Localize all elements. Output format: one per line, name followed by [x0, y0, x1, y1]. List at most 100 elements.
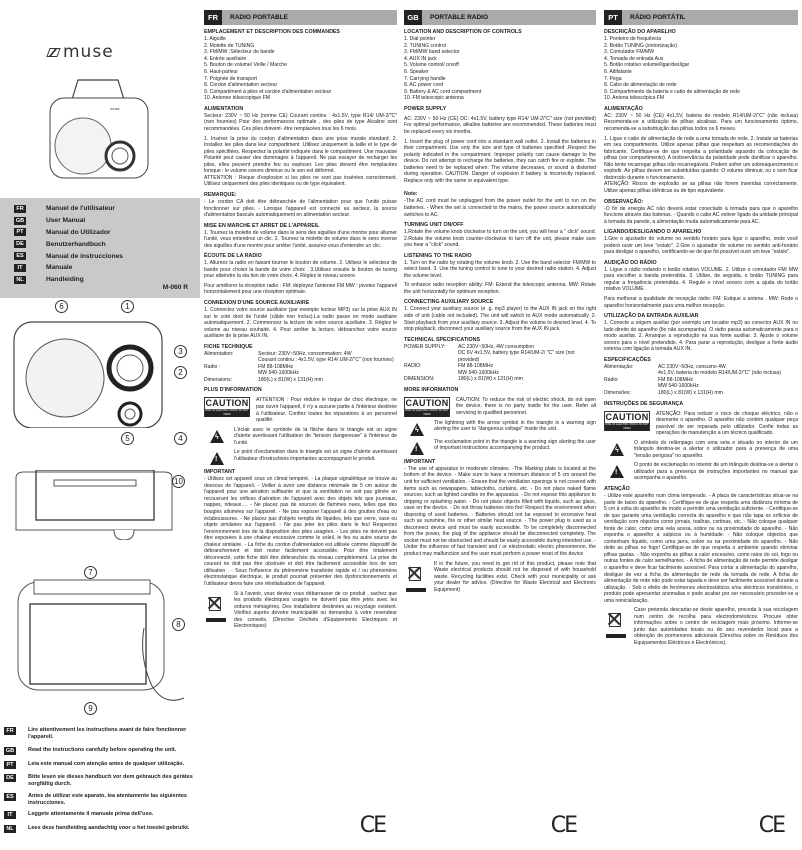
- list-item: 10. FM telescopic antenna: [404, 95, 464, 102]
- list-item: 8. Cordon d'alimentation secteur: [204, 82, 278, 89]
- flag-fr: FR: [14, 204, 26, 213]
- heading: DESCRIÇÃO DO APARELHO: [604, 29, 676, 35]
- paragraph: -O fio de energia AC não deverá estar co…: [604, 205, 798, 225]
- ce-mark-icon: CE: [550, 813, 578, 838]
- controls-list: 1. Dial pointer 2. TUNING control 3. FM/…: [404, 36, 596, 102]
- paragraph: ATENÇÃO: Riscos de explosão se as pilhas…: [604, 181, 798, 194]
- lang-label: Manual de instrucciones: [46, 252, 123, 260]
- model-number: M-060 R: [162, 284, 188, 291]
- paragraph: L'éclair avec le symbole de la flèche da…: [234, 426, 397, 446]
- list-item: 7. Pega: [604, 75, 622, 82]
- brand-logo: muse: [46, 42, 114, 62]
- spec-value: FM 88-108MHz: [258, 363, 294, 370]
- heading: REMARQUE:: [204, 191, 237, 198]
- exclamation-warning-icon: !: [410, 441, 424, 455]
- heading: ÉCOUTE DE LA RADIO: [204, 253, 262, 260]
- flag-nl: NL: [14, 275, 26, 284]
- paragraph: 1. Ligue o rádio rodando o botão rotativ…: [604, 266, 798, 293]
- spec-key: DIMENSION:: [404, 376, 435, 383]
- heading: UTILIZAÇÃO DA ENTRADA AUXILIAR: [604, 313, 699, 320]
- paragraph: ATENÇÃO: Para reduzir o risco de choque …: [656, 410, 798, 437]
- paragraph: Le point d'exclamation dans le triangle …: [234, 449, 397, 462]
- read-note-gb: GB Read the instructions carefully before…: [4, 747, 198, 755]
- heading: MORE INFORMATION: [404, 386, 459, 393]
- flag-es: ES: [14, 252, 26, 261]
- lang-code: PT: [604, 10, 622, 25]
- list-item: 4. Tomada de entrada Aux: [604, 55, 664, 62]
- list-item: 6. Haut-parleur: [204, 68, 238, 75]
- controls-list: 1. Ponteiro de frequência 2. Botão TUNIN…: [604, 36, 798, 102]
- heading: MISE EN MARCHE ET ARRET DE L'APPAREIL: [204, 222, 320, 229]
- paragraph: To enhance radio reception ability: FM: …: [404, 282, 596, 295]
- heading: ATENÇÃO: [604, 486, 630, 492]
- flag-fr: FR: [4, 727, 16, 735]
- weee-block: ✕ If in the future, you need to get rid …: [404, 561, 596, 596]
- exclamation-warning-icon: !: [610, 465, 624, 479]
- section-title: RÁDIO PORTÁTIL: [630, 14, 686, 21]
- list-item: 7. Poignée de transport: [204, 75, 257, 82]
- heading: POWER SUPPLY: [404, 105, 447, 112]
- list-item: 8. Cabo de alimentação de rede: [604, 82, 677, 89]
- paragraph: Para melhorar a qualidade de recepção rá…: [604, 295, 798, 309]
- list-item: 6. Altifalante: [604, 68, 632, 75]
- radio-front-diagram: [13, 321, 163, 428]
- read-note-fr: FR Lire attentivement les instructions av…: [4, 727, 198, 741]
- list-item: 2. Molette de TUNING: [204, 42, 255, 49]
- flag-it: IT: [4, 811, 16, 819]
- flag-es: ES: [4, 793, 16, 801]
- radio-top-diagram: [15, 470, 173, 540]
- section-title: PORTABLE RADIO: [430, 14, 489, 21]
- paragraph: 1. Insérez la prise du cordon d'alimenta…: [204, 135, 397, 175]
- paragraph: -The AC cord must be unplugged from the …: [404, 198, 596, 218]
- flag-pt: PT: [14, 228, 26, 237]
- read-note-text: Lire attentivement les instructions avan…: [28, 727, 187, 740]
- lang-label: Benutzerhandbuch: [46, 240, 106, 248]
- paragraph: O símbolo do relâmpago com uma seta e si…: [634, 439, 798, 459]
- lang-code: GB: [404, 10, 422, 25]
- paragraph: - Utilisez cet appareil sous un climat t…: [204, 476, 397, 588]
- weee-block: ✕ Caso pretenda descartar-se deste apare…: [604, 607, 798, 646]
- paragraph: 1.Rotate the volume knob clockwise to tu…: [404, 229, 596, 249]
- callout-3: 3: [174, 345, 187, 358]
- spec-value: Secteur: 230V~50Hz, consommation: 4W: [258, 350, 352, 357]
- spec-value: FM 88-108MHz: [458, 363, 494, 370]
- paragraph: 1. Conecte a origem auxiliar (por exempl…: [604, 320, 798, 353]
- lang-label: User Manual: [46, 217, 86, 225]
- list-item: 7. Carrying handle: [404, 75, 446, 82]
- portuguese-column: PT RÁDIO PORTÁTIL DESCRIÇÃO DO APARELHO 1…: [604, 0, 798, 850]
- heading: TECHNICAL SPECIFICATIONS: [404, 336, 481, 343]
- callout-9: 9: [84, 702, 97, 715]
- heading: FICHE TECHNIQUE: [204, 343, 253, 350]
- logo-mark-icon: [46, 47, 61, 57]
- paragraph: Secteur: 230V ~ 50 Hz (norme CE) Courant…: [204, 112, 397, 133]
- heading: CONNEXION D'UNE SOURCE AUXILIAIRE: [204, 299, 310, 306]
- weee-bin-icon: ✕: [604, 609, 628, 642]
- read-note-text: Read the instructions carefully before o…: [28, 747, 177, 753]
- heading: Note:: [404, 191, 418, 198]
- list-item: 1. Aiguille: [204, 36, 226, 42]
- list-item: 6. Speaker: [404, 68, 429, 75]
- flag-nl: NL: [4, 825, 16, 833]
- paragraph: 1. Tournez la molette de volume dans le …: [204, 229, 397, 249]
- radio-front-thumbnail: muse: [49, 79, 149, 179]
- paragraph: 1. Insert the plug of power cord into a …: [404, 138, 596, 184]
- paragraph: AC: 230V ~ 50 Hz (CE) 4x1,5V, bateria do…: [604, 112, 798, 133]
- spec-value: 4x1,5V, bateria do modelo R14/UM-2/"C" (…: [658, 370, 781, 377]
- heading: PLUS D'INFORMATION: [204, 387, 262, 394]
- list-item: 2. Botão TUNING (sintonização): [604, 42, 677, 49]
- heading: IMPORTANT: [204, 469, 236, 476]
- flag-gb: GB: [4, 747, 16, 755]
- list-item: 5. Botão rotativo volume/ligar/desligar: [604, 62, 690, 69]
- callout-1: 1: [121, 300, 134, 313]
- flag-it: IT: [14, 263, 26, 272]
- paragraph: Caso pretenda descartar-se deste aparelh…: [634, 607, 798, 647]
- lightning-warning-icon: ϟ: [210, 429, 224, 443]
- lang-label: Manual do Utilizador: [46, 228, 111, 236]
- spec-key: RADIO:: [404, 363, 422, 370]
